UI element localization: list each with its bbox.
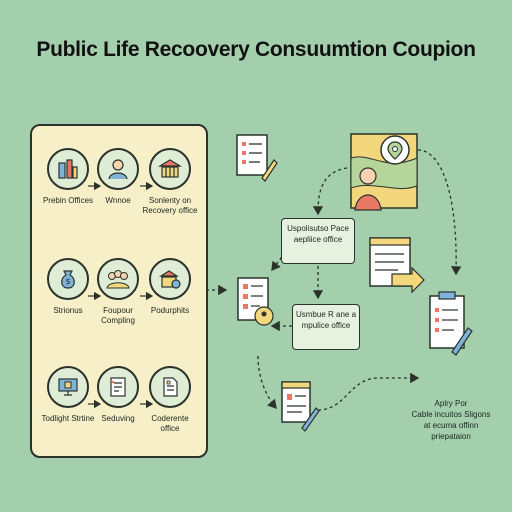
panel-item[interactable]: Seduving <box>90 366 146 424</box>
person-icon <box>97 148 139 190</box>
panel-item-label: Foupour Compling <box>101 306 135 325</box>
checklist-document-icon <box>236 134 278 182</box>
process-box-2: Usmbue R ane a mpulice office <box>292 304 360 350</box>
panel-item[interactable]: Wnnoe <box>90 148 146 206</box>
money-bag-icon: $ <box>47 258 89 300</box>
arrow-map-to-clipboard <box>417 149 462 276</box>
process-box-1: Uspolisutso Pace aepliice office <box>281 218 355 264</box>
office-buildings-icon <box>47 148 89 190</box>
panel-item-label: Prebin Offices <box>42 196 94 205</box>
outcome-note: Aplry Por Cable incuitos Sligons at ecum… <box>398 398 504 442</box>
form-window-icon <box>369 237 425 294</box>
panel-item-label: Podurphits <box>150 306 190 315</box>
svg-text:$: $ <box>65 277 70 286</box>
outcome-note-line: at ecuma offinn <box>423 421 479 430</box>
map-location-icon <box>350 133 418 211</box>
id-document-icon <box>237 277 274 326</box>
group-icon <box>97 258 139 300</box>
panel-item[interactable]: Coderente office <box>142 366 198 434</box>
panel-item-label: Strionus <box>53 306 83 315</box>
panel-item[interactable]: Podurphits <box>142 258 198 316</box>
arrow-doc-to-bottomdoc <box>257 355 277 409</box>
panel-item[interactable]: $ Strionus <box>40 258 96 316</box>
file-icon <box>149 366 191 408</box>
diagram-title: Public Life Recoovery Consuumtion Coupio… <box>36 38 476 61</box>
panel-item[interactable]: Todlight Strtine <box>40 366 96 424</box>
panel-item-label: Coderente office <box>151 414 189 433</box>
outcome-note-line: priepataion <box>431 432 471 441</box>
computer-icon <box>47 366 89 408</box>
document-list-icon <box>97 366 139 408</box>
building-coin-icon <box>149 258 191 300</box>
panel-item-label: Wnnoe <box>105 196 131 205</box>
panel-item-label: Sonlenty on Recovery office <box>142 196 198 215</box>
panel-item[interactable]: Foupour Compling <box>90 258 146 326</box>
sources-panel: Prebin Offices Wnnoe Sonlenty on Recover… <box>30 124 208 458</box>
panel-item-label: Seduving <box>101 414 135 423</box>
panel-item-label: Todlight Strtine <box>41 414 95 423</box>
clipboard-pen-icon <box>429 291 473 356</box>
government-building-icon <box>149 148 191 190</box>
outcome-note-line: Cable incuitos Sligons <box>411 410 491 419</box>
outcome-note-line: Aplry Por <box>434 399 468 408</box>
arrow-bottomdoc-to-note <box>317 372 420 411</box>
bottom-document-icon <box>281 381 320 432</box>
panel-item[interactable]: Sonlenty on Recovery office <box>142 148 198 216</box>
panel-item[interactable]: Prebin Offices <box>40 148 96 206</box>
arrow-map-to-box1 <box>312 167 348 216</box>
